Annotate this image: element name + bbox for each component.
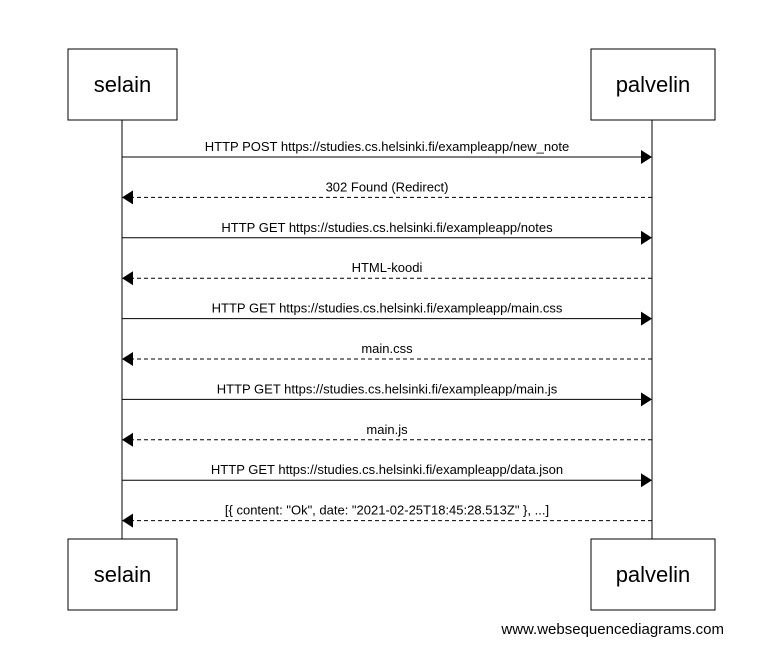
message-1: HTTP POST https://studies.cs.helsinki.fi… (122, 139, 652, 164)
messages: HTTP POST https://studies.cs.helsinki.fi… (122, 139, 652, 528)
message-3: HTTP GET https://studies.cs.helsinki.fi/… (122, 220, 652, 245)
actor-selain-top: selain (67, 48, 178, 121)
message-9: HTTP GET https://studies.cs.helsinki.fi/… (122, 462, 652, 488)
actor-box (590, 538, 716, 611)
message-5: HTTP GET https://studies.cs.helsinki.fi/… (122, 301, 652, 326)
actor-selain-bottom: selain (67, 538, 178, 611)
message-label: HTTP GET https://studies.cs.helsinki.fi/… (211, 462, 563, 477)
message-arrowhead (641, 311, 652, 326)
actor-label: selain (94, 562, 151, 587)
message-arrowhead (122, 432, 133, 447)
message-arrowhead (641, 230, 652, 245)
message-label: HTTP GET https://studies.cs.helsinki.fi/… (221, 220, 553, 235)
message-8: main.js (122, 422, 652, 447)
message-7: HTTP GET https://studies.cs.helsinki.fi/… (122, 381, 652, 407)
message-10: [{ content: "Ok", date: "2021-02-25T18:4… (122, 503, 652, 528)
message-arrowhead (641, 150, 652, 164)
message-arrowhead (122, 190, 133, 205)
message-arrowhead (122, 352, 133, 366)
actor-label: selain (94, 72, 151, 97)
message-label: 302 Found (Redirect) (326, 179, 449, 194)
actor-box (67, 538, 178, 611)
message-label: HTTP GET https://studies.cs.helsinki.fi/… (217, 381, 558, 396)
message-4: HTML-koodi (122, 260, 652, 286)
message-arrowhead (122, 271, 133, 286)
actor-box (590, 48, 716, 121)
footer-watermark: www.websequencediagrams.com (500, 621, 724, 638)
message-label: [{ content: "Ok", date: "2021-02-25T18:4… (225, 503, 549, 518)
actor-label: palvelin (616, 72, 691, 97)
message-label: HTTP GET https://studies.cs.helsinki.fi/… (212, 301, 563, 316)
message-label: main.js (366, 422, 408, 437)
message-label: HTTP POST https://studies.cs.helsinki.fi… (205, 139, 569, 154)
message-label: HTML-koodi (352, 260, 423, 275)
actor-palvelin-top: palvelin (590, 48, 716, 121)
actor-palvelin-bottom: palvelin (590, 538, 716, 611)
message-arrowhead (641, 392, 652, 407)
message-6: main.css (122, 341, 652, 366)
message-arrowhead (641, 473, 652, 488)
message-2: 302 Found (Redirect) (122, 179, 652, 205)
actor-label: palvelin (616, 562, 691, 587)
actor-box (67, 48, 178, 121)
message-label: main.css (361, 341, 413, 356)
message-arrowhead (122, 513, 133, 528)
